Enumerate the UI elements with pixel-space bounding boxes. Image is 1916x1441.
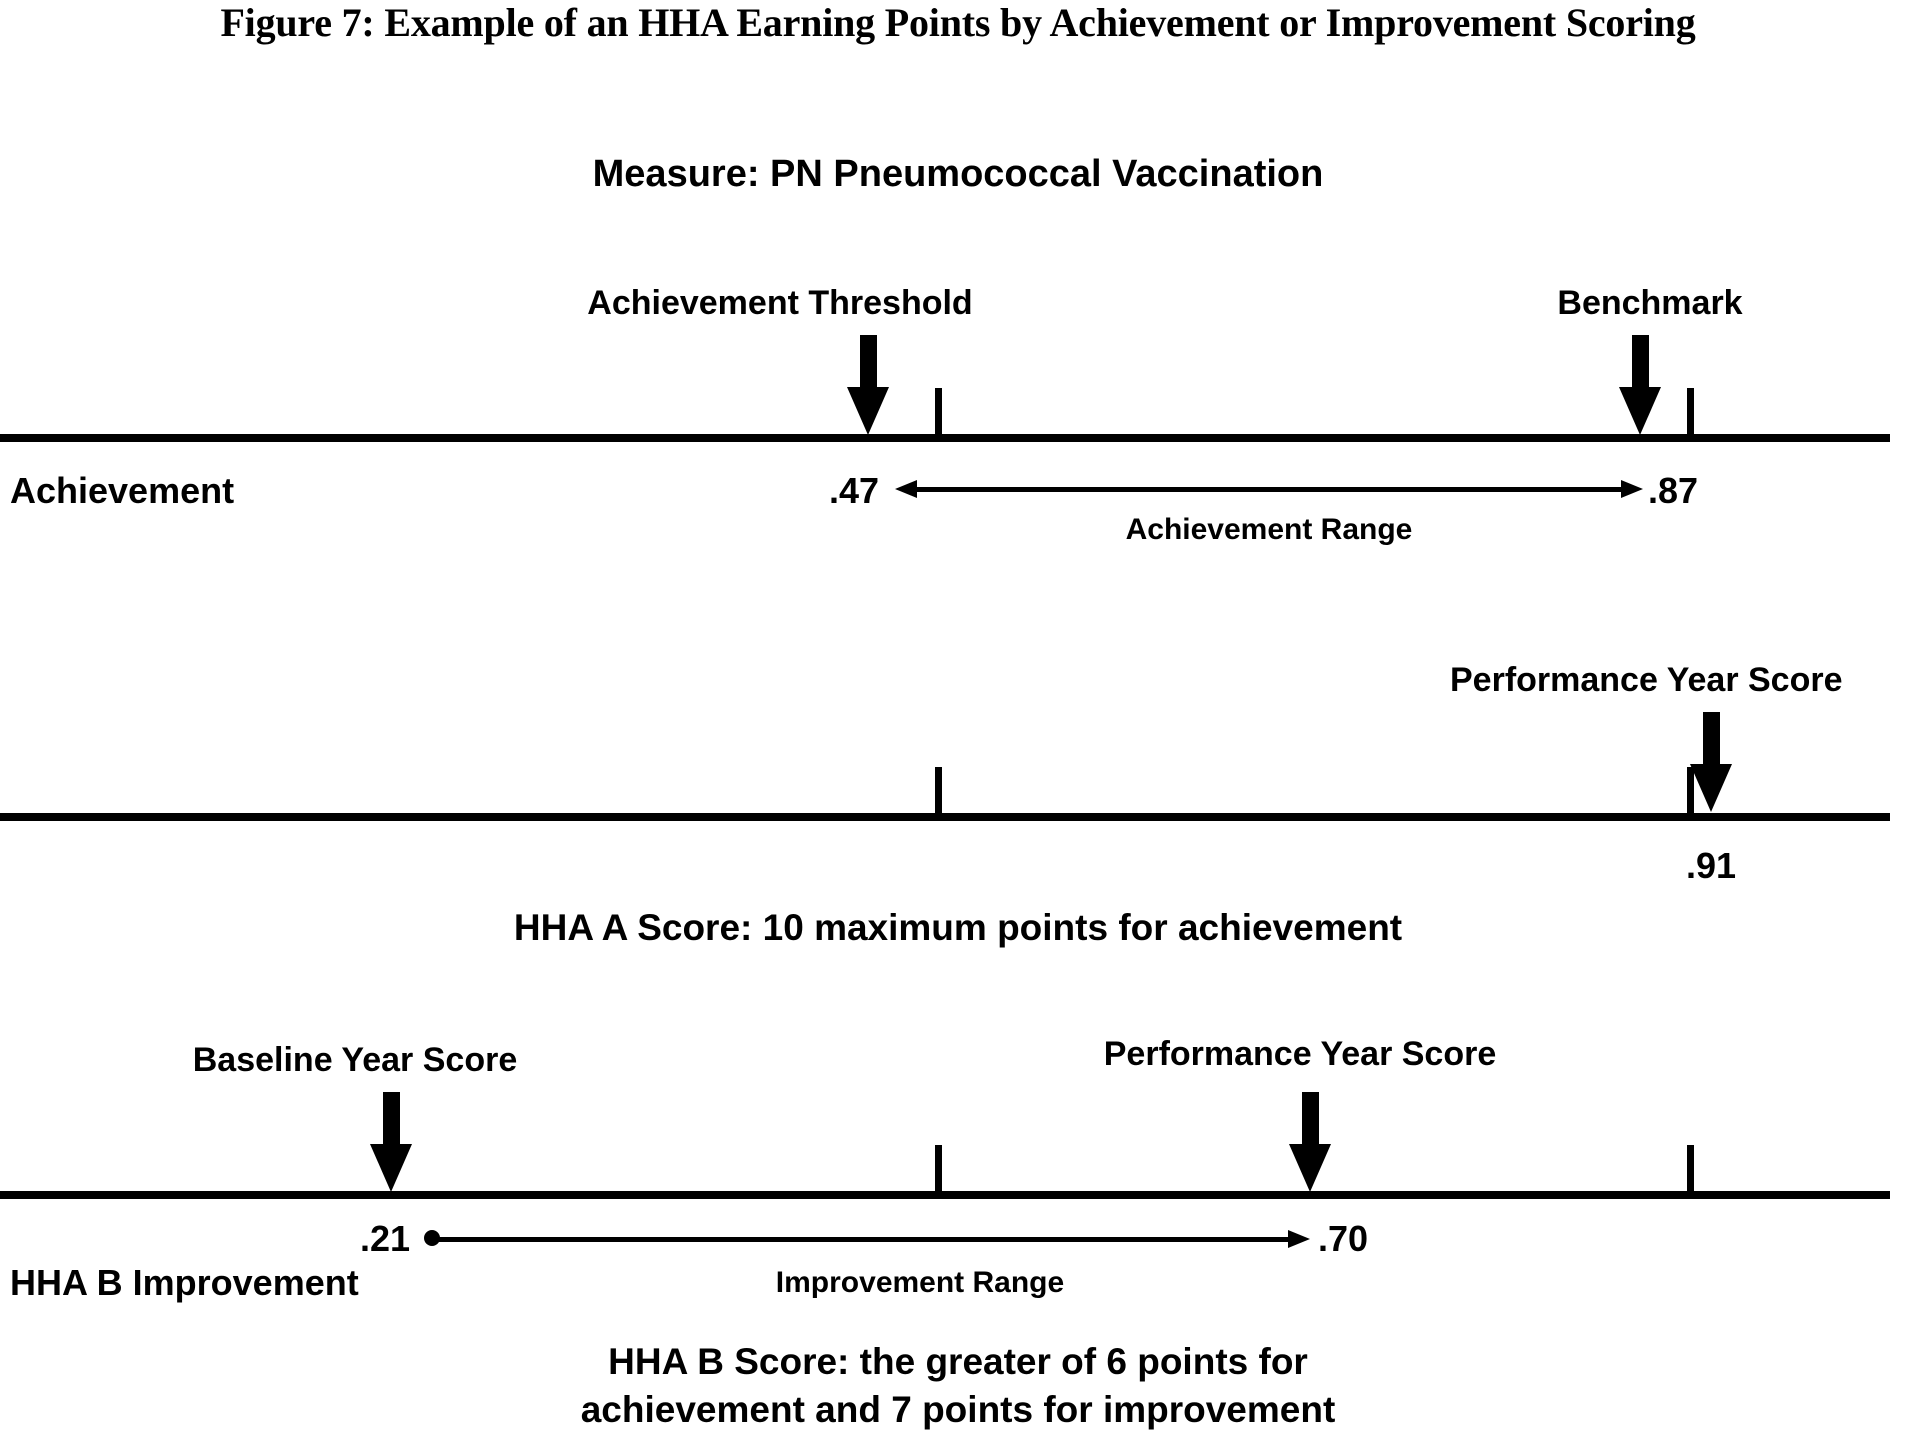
achievement-threshold-value: .47: [829, 470, 880, 511]
improvement-range-arrow-icon: [424, 1228, 1310, 1250]
hha-b-performance-value: .70: [1318, 1218, 1369, 1259]
hha-a-axis-tick-1: [935, 767, 942, 817]
achievement-axis-line: [0, 434, 1890, 442]
hha-b-row-label: HHA B Improvement: [10, 1262, 359, 1303]
achievement-axis-tick-1: [935, 388, 942, 438]
hha-b-axis-tick-2: [1687, 1145, 1694, 1195]
benchmark-value: .87: [1648, 470, 1699, 511]
hha-a-axis-tick-2: [1687, 767, 1694, 817]
achievement-axis-tick-2: [1687, 388, 1694, 438]
hha-b-axis-line: [0, 1191, 1890, 1199]
figure-title: Figure 7: Example of an HHA Earning Poin…: [220, 0, 1696, 45]
hha-b-axis-tick-1: [935, 1145, 942, 1195]
benchmark-arrow-icon: [1619, 335, 1661, 435]
hha-a-score-caption: HHA A Score: 10 maximum points for achie…: [513, 907, 1403, 948]
benchmark-label: Benchmark: [1557, 284, 1743, 322]
hha-b-score-caption-line1: HHA B Score: the greater of 6 points for: [608, 1341, 1308, 1382]
baseline-year-score-label: Baseline Year Score: [192, 1041, 518, 1079]
improvement-range-caption: Improvement Range: [775, 1266, 1065, 1299]
baseline-value: .21: [360, 1218, 411, 1259]
hha-a-axis-line: [0, 813, 1890, 821]
achievement-range-caption: Achievement Range: [1125, 513, 1413, 546]
achievement-threshold-arrow-icon: [847, 335, 889, 435]
achievement-range-arrow-icon: [895, 478, 1643, 500]
hha-a-performance-value: .91: [1686, 845, 1737, 886]
achievement-threshold-label: Achievement Threshold: [587, 284, 973, 322]
hha-b-score-caption-line2: achievement and 7 points for improvement: [580, 1389, 1336, 1430]
hha-a-performance-year-score-label: Performance Year Score: [1450, 661, 1843, 699]
achievement-row-label: Achievement: [10, 470, 235, 511]
baseline-arrow-icon: [370, 1092, 412, 1192]
hha-a-performance-arrow-icon: [1690, 712, 1732, 812]
hha-b-performance-year-score-label: Performance Year Score: [1103, 1035, 1497, 1073]
measure-title: Measure: PN Pneumococcal Vaccination: [592, 153, 1324, 195]
hha-b-performance-arrow-icon: [1289, 1092, 1331, 1192]
